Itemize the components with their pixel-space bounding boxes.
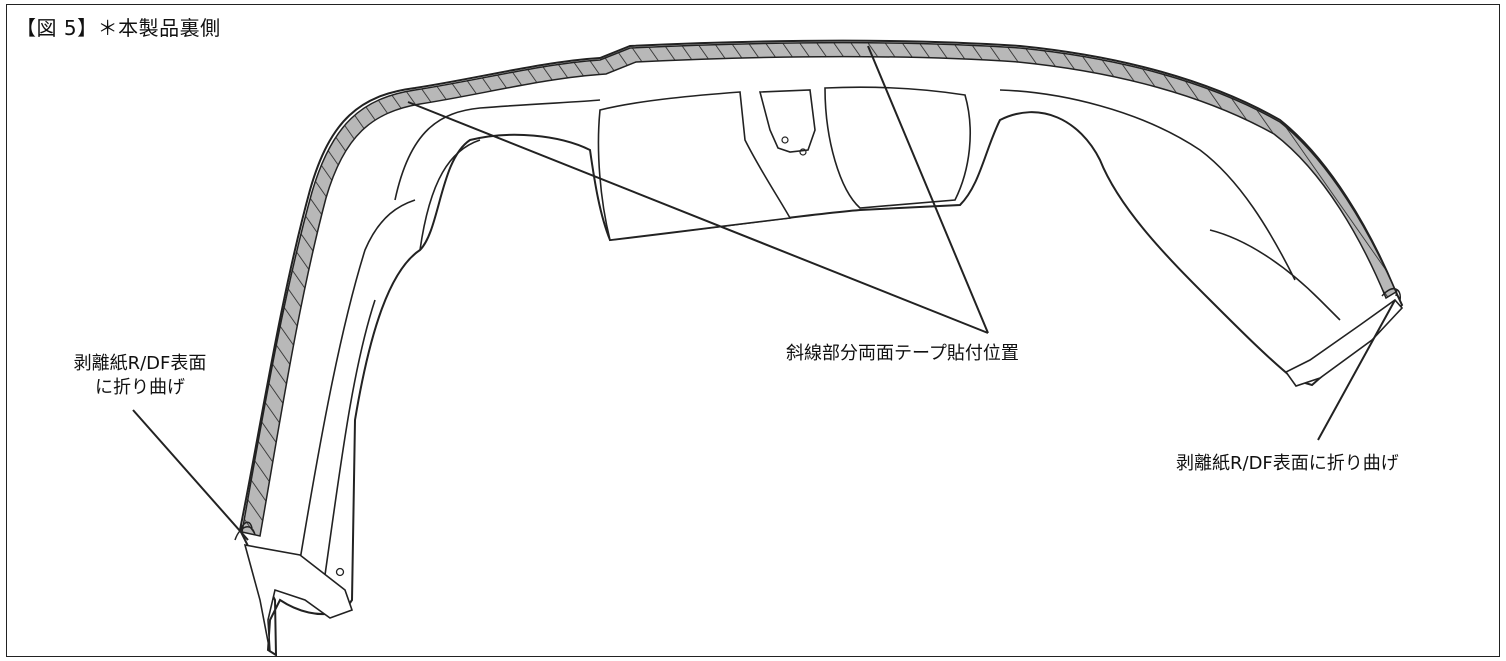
left-bracket <box>243 543 354 653</box>
bracket-hole <box>335 567 345 577</box>
leader-left <box>132 409 249 541</box>
callout-left-line1: 剥離紙R/DF表面 <box>73 353 207 374</box>
callout-center: 斜線部分両面テープ貼付位置 <box>786 343 1019 364</box>
diffuser-panel-2 <box>824 86 971 209</box>
diffuser-center-hook <box>758 89 816 153</box>
right-bracket <box>1284 298 1404 387</box>
callout-left-line2: に折り曲げ <box>95 377 185 398</box>
leader-center-b <box>867 45 989 334</box>
diffuser-panel-1 <box>597 91 792 241</box>
leader-center-a <box>407 101 989 334</box>
inner-contour-left <box>394 99 601 251</box>
paper-tab-left <box>234 521 256 541</box>
figure-title: 【図 5】＊本製品裏側 <box>16 16 221 40</box>
tape-strip <box>241 41 1397 537</box>
inner-contour-left-leg <box>299 199 416 576</box>
leader-right <box>1317 299 1396 441</box>
hole <box>799 148 807 156</box>
paper-tab-right <box>1381 287 1401 301</box>
inner-contour-right <box>999 89 1341 321</box>
hole <box>781 136 789 144</box>
callout-left: 剥離紙R/DF表面 に折り曲げ <box>40 352 240 400</box>
callout-right: 剥離紙R/DF表面に折り曲げ <box>1176 453 1399 474</box>
